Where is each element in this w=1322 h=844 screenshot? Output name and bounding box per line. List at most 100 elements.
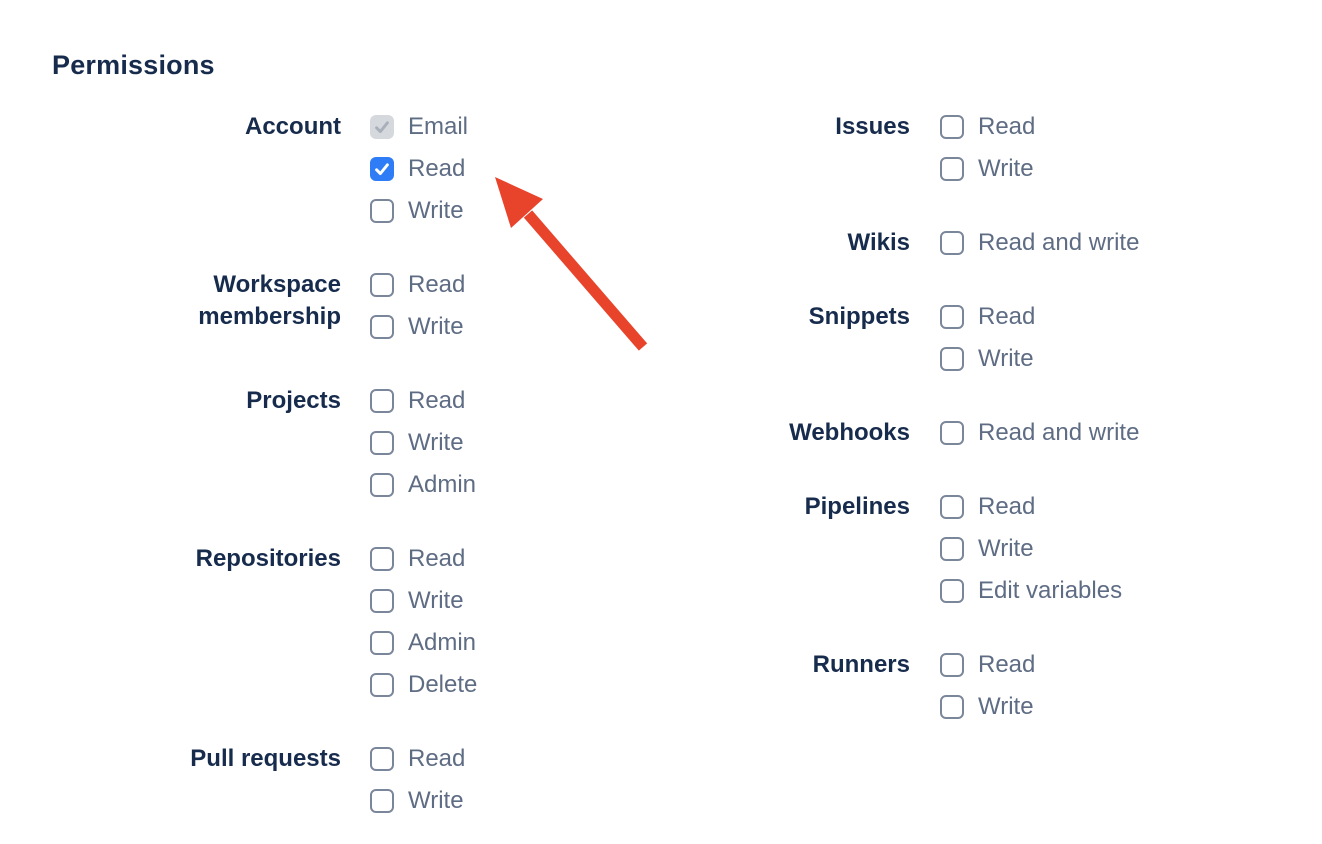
section-label-wikis: Wikis xyxy=(847,229,910,256)
option-label: Write xyxy=(408,429,464,456)
option-pipelines-edit-variables[interactable]: Edit variables xyxy=(940,570,1122,612)
checkbox-account-write[interactable] xyxy=(370,199,394,223)
option-label: Email xyxy=(408,113,469,140)
option-label: Read and write xyxy=(978,419,1140,446)
option-label: Read and write xyxy=(978,229,1140,256)
checkbox-projects-write[interactable] xyxy=(370,431,394,455)
option-label: Edit variables xyxy=(978,577,1123,604)
option-account-write[interactable]: Write xyxy=(370,190,468,232)
page-title: Permissions xyxy=(52,50,215,80)
checkbox-repositories-read[interactable] xyxy=(370,547,394,571)
checkbox-snippets-write[interactable] xyxy=(940,347,964,371)
option-snippets-write[interactable]: Write xyxy=(940,338,1035,380)
option-webhooks-read-and-write[interactable]: Read and write xyxy=(940,412,1139,454)
checkbox-runners-write[interactable] xyxy=(940,695,964,719)
option-projects-read[interactable]: Read xyxy=(370,380,476,422)
options-webhooks: Read and write xyxy=(940,412,1139,454)
checkbox-workspace-membership-read[interactable] xyxy=(370,273,394,297)
option-pipelines-read[interactable]: Read xyxy=(940,486,1122,528)
option-issues-write[interactable]: Write xyxy=(940,148,1035,190)
option-account-read[interactable]: Read xyxy=(370,148,468,190)
option-account-email: Email xyxy=(370,106,468,148)
option-label: Read xyxy=(408,545,466,572)
section-label-pipelines: Pipelines xyxy=(804,493,910,520)
option-label: Admin xyxy=(408,629,477,656)
checkbox-webhooks-read-and-write[interactable] xyxy=(940,421,964,445)
options-wikis: Read and write xyxy=(940,222,1139,264)
section-label-webhooks: Webhooks xyxy=(789,419,910,446)
option-label: Read xyxy=(408,745,466,772)
option-pull-requests-read[interactable]: Read xyxy=(370,738,465,780)
checkbox-repositories-admin[interactable] xyxy=(370,631,394,655)
checkbox-pipelines-write[interactable] xyxy=(940,537,964,561)
option-label: Write xyxy=(978,535,1034,562)
checkbox-runners-read[interactable] xyxy=(940,653,964,677)
section-label-repositories: Repositories xyxy=(195,545,341,572)
option-runners-write[interactable]: Write xyxy=(940,686,1035,728)
option-projects-admin[interactable]: Admin xyxy=(370,464,476,506)
section-label-runners: Runners xyxy=(812,651,910,678)
option-projects-write[interactable]: Write xyxy=(370,422,476,464)
option-label: Read xyxy=(978,113,1036,140)
checkbox-account-email xyxy=(370,115,394,139)
option-label: Read xyxy=(408,387,466,414)
option-label: Read xyxy=(408,155,466,182)
checkbox-pull-requests-write[interactable] xyxy=(370,789,394,813)
option-issues-read[interactable]: Read xyxy=(940,106,1035,148)
checkbox-pull-requests-read[interactable] xyxy=(370,747,394,771)
checkbox-repositories-delete[interactable] xyxy=(370,673,394,697)
checkbox-pipelines-edit-variables[interactable] xyxy=(940,579,964,603)
section-label-account: Account xyxy=(245,113,341,140)
checkbox-workspace-membership-write[interactable] xyxy=(370,315,394,339)
option-repositories-admin[interactable]: Admin xyxy=(370,622,477,664)
checkbox-projects-admin[interactable] xyxy=(370,473,394,497)
section-label-issues: Issues xyxy=(835,113,910,140)
section-label-projects: Projects xyxy=(246,387,341,414)
option-label: Read xyxy=(978,651,1036,678)
checkbox-wikis-read-and-write[interactable] xyxy=(940,231,964,255)
option-snippets-read[interactable]: Read xyxy=(940,296,1035,338)
checkbox-issues-read[interactable] xyxy=(940,115,964,139)
option-workspace-membership-read[interactable]: Read xyxy=(370,264,465,306)
option-label: Write xyxy=(978,155,1034,182)
section-wikis: Wikis Read and write xyxy=(660,222,1140,264)
option-label: Write xyxy=(978,693,1034,720)
option-runners-read[interactable]: Read xyxy=(940,644,1035,686)
option-repositories-write[interactable]: Write xyxy=(370,580,477,622)
checkbox-repositories-write[interactable] xyxy=(370,589,394,613)
checkbox-issues-write[interactable] xyxy=(940,157,964,181)
option-label: Delete xyxy=(408,671,478,698)
section-label-snippets: Snippets xyxy=(808,303,910,330)
option-repositories-read[interactable]: Read xyxy=(370,538,477,580)
checkbox-projects-read[interactable] xyxy=(370,389,394,413)
option-pull-requests-write[interactable]: Write xyxy=(370,780,465,822)
option-label: Write xyxy=(978,345,1034,372)
section-webhooks: Webhooks Read and write xyxy=(660,412,1139,454)
option-repositories-delete[interactable]: Delete xyxy=(370,664,477,706)
option-workspace-membership-write[interactable]: Write xyxy=(370,306,465,348)
checkbox-snippets-read[interactable] xyxy=(940,305,964,329)
checkbox-account-read[interactable] xyxy=(370,157,394,181)
arrow-shaft xyxy=(523,210,648,351)
checkbox-pipelines-read[interactable] xyxy=(940,495,964,519)
option-pipelines-write[interactable]: Write xyxy=(940,528,1122,570)
option-wikis-read-and-write[interactable]: Read and write xyxy=(940,222,1139,264)
section-label-workspace-membership: Workspace membership xyxy=(198,271,341,330)
arrow-head xyxy=(495,177,543,228)
